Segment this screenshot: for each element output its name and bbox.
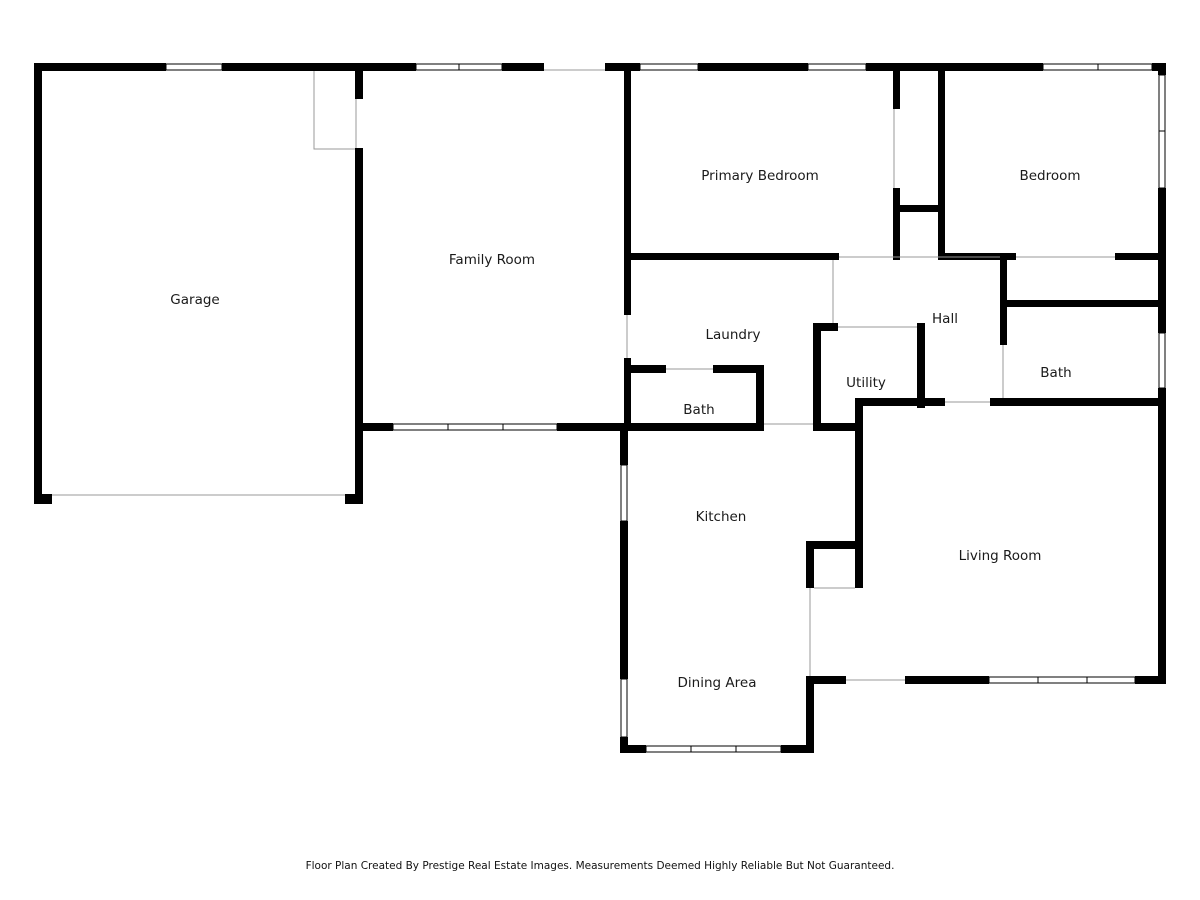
room-label-primary-bedroom: Primary Bedroom [701, 168, 819, 184]
utility-wall [813, 326, 821, 424]
right-closet-wall [1000, 300, 1166, 307]
primary-bedroom-bottom-wall [624, 253, 839, 260]
window [392, 423, 558, 431]
living-left-wall [855, 398, 863, 588]
living-top-wall [855, 398, 945, 406]
room-label-kitchen: Kitchen [696, 509, 747, 525]
closet-outline [313, 71, 355, 150]
window [620, 678, 628, 738]
room-label-garage: Garage [170, 292, 219, 308]
window [165, 63, 223, 71]
garage-left-wall [34, 63, 42, 504]
garage-top-wall [34, 63, 166, 71]
dining-bottom-wall [620, 745, 646, 753]
living-top-wall [990, 398, 1166, 406]
right-outer-wall [1158, 63, 1166, 75]
closet-wall [893, 71, 900, 109]
right-outer-wall [1158, 188, 1166, 333]
window [620, 464, 628, 522]
room-label-bath-right: Bath [1040, 365, 1071, 381]
garage-bottom-wall [345, 494, 363, 504]
garage-right-wall [355, 63, 363, 99]
laundry-bath-wall [624, 423, 764, 431]
family-top-wall [358, 63, 416, 71]
utility-wall [917, 323, 925, 408]
room-label-family-room: Family Room [449, 252, 535, 268]
closet-wall [938, 71, 945, 260]
right-closet-wall [1000, 253, 1007, 345]
closet-wall [893, 188, 900, 260]
central-vertical-wall [624, 63, 631, 315]
central-vertical-wall [624, 358, 631, 431]
windows [165, 63, 1166, 753]
living-bottom-wall [1135, 676, 1166, 684]
living-bottom-wall [905, 676, 989, 684]
utility-wall [813, 423, 858, 431]
garage-bottom-wall [34, 494, 52, 504]
closet-wall [893, 205, 945, 212]
right-outer-wall [1158, 388, 1166, 684]
window [807, 63, 867, 71]
kitchen-left-wall [620, 423, 628, 465]
kitchen-left-wall [620, 521, 628, 679]
living-bottom-wall [806, 676, 846, 684]
room-label-dining-area: Dining Area [678, 675, 757, 691]
bedroom-top-wall [698, 63, 808, 71]
room-label-living-room: Living Room [959, 548, 1042, 564]
bedroom-bottom-wall [1115, 253, 1166, 260]
pantry-wall [806, 541, 863, 549]
room-label-utility: Utility [846, 375, 886, 391]
family-bottom-wall [363, 423, 393, 431]
walls [34, 63, 1166, 753]
window [639, 63, 699, 71]
family-top-wall [502, 63, 544, 71]
room-label-hall: Hall [932, 311, 958, 327]
room-label-bath-center: Bath [683, 402, 714, 418]
thin-lines [52, 69, 1115, 681]
footer-disclaimer: Floor Plan Created By Prestige Real Esta… [305, 860, 895, 872]
garage-top-wall [222, 63, 358, 71]
right-bath-wall [1000, 308, 1007, 345]
room-label-bedroom: Bedroom [1019, 168, 1080, 184]
window-mullions [447, 64, 1165, 752]
window [1158, 332, 1166, 389]
dining-bottom-wall [781, 745, 814, 753]
laundry-bath-wall [713, 365, 763, 373]
family-bottom-wall [557, 423, 627, 431]
pantry-wall [806, 541, 814, 588]
dining-right-wall [806, 676, 814, 753]
bedroom-top-wall [605, 63, 640, 71]
kitchen-left-wall [620, 737, 628, 753]
bedroom-top-wall [866, 63, 1043, 71]
window [645, 745, 782, 753]
laundry-bath-wall [624, 365, 666, 373]
utility-wall [813, 323, 838, 331]
window [988, 676, 1136, 684]
room-labels: Garage Family Room Primary Bedroom Bedro… [170, 168, 1080, 691]
laundry-bath-wall [756, 365, 764, 431]
garage-right-wall [355, 148, 363, 504]
room-label-laundry: Laundry [705, 327, 760, 343]
